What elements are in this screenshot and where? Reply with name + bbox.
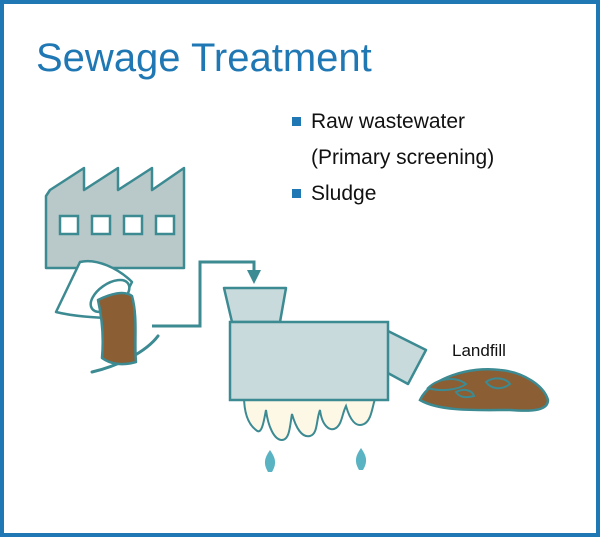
legend: Raw wastewater (Primary screening) Sludg… [290,104,494,212]
screening-machine-icon [222,286,428,402]
sludge-stream [96,291,138,366]
legend-label-raw-wastewater: Raw wastewater [311,110,466,133]
sludge-chute [384,328,428,386]
landfill-label: Landfill [452,341,506,360]
hopper [222,286,288,324]
legend-bullet-icon [292,189,301,198]
legend-item-raw-wastewater: Raw wastewater (Primary screening) [290,104,494,176]
arrow-down-icon [247,270,261,284]
legend-bullet-icon [292,117,301,126]
machine-housing [228,320,390,402]
discharge-pipe-icon [54,259,138,366]
wastewater-pipe [152,260,256,328]
dripping-water [242,395,378,472]
legend-sublabel-primary-screening: (Primary screening) [311,146,495,169]
legend-item-sludge: Sludge [290,176,494,212]
factory-icon [44,166,186,270]
landfill-icon [418,368,550,412]
page-title: Sewage Treatment [36,36,372,80]
legend-label-sludge: Sludge [311,182,377,205]
